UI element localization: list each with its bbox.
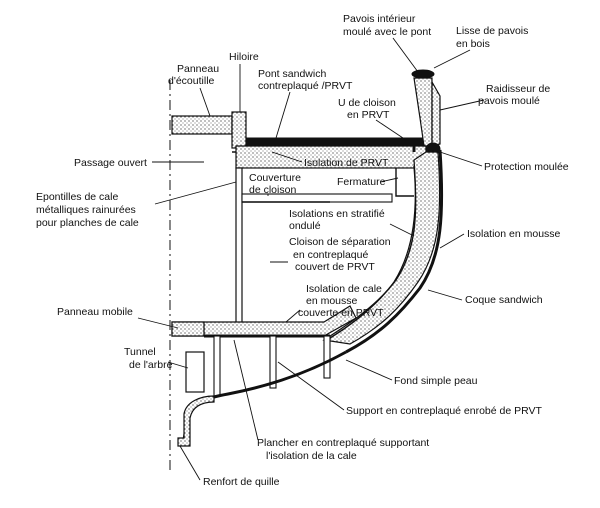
- label-protection-moulee: Protection moulée: [484, 161, 569, 173]
- hull-sandwich: [322, 151, 441, 345]
- hold-stanchion: [235, 167, 243, 329]
- label-panneau-ecoutille-1: Panneau: [177, 63, 219, 75]
- leader-pont-sandwich: [275, 91, 291, 139]
- label-u-cloison-1: U de cloison: [338, 97, 396, 109]
- label-isolation-prvt: Isolation de PRVT: [304, 157, 389, 169]
- label-pont-sandwich-1: Pont sandwich: [258, 68, 326, 80]
- keel-reinforcement: [177, 395, 215, 447]
- leader-renfort-quille: [179, 445, 201, 481]
- label-coque-sandwich: Coque sandwich: [465, 294, 543, 306]
- label-cloison-separation-3: couvert de PRVT: [295, 261, 375, 273]
- label-isolation-cale-2: en mousse: [306, 295, 358, 307]
- leader-coque-sandwich: [427, 289, 463, 301]
- removable-panel: [171, 321, 205, 337]
- bulwark-rail: [411, 69, 435, 79]
- hold-frame: [395, 168, 414, 197]
- leader-isolation-mousse: [439, 233, 465, 249]
- support-1: [213, 335, 221, 397]
- label-couverture-cloison-1: Couverture: [249, 172, 301, 184]
- hull-outer-skin: [345, 149, 444, 354]
- label-epontilles-2: métalliques rainurées: [36, 204, 136, 216]
- label-pont-sandwich-2: contreplaqué /PRVT: [258, 80, 353, 92]
- label-raidisseur-2: pavois moulé: [478, 95, 540, 107]
- label-isolation-mousse: Isolation en mousse: [467, 228, 561, 240]
- leader-panneau-mobile: [137, 317, 179, 329]
- label-panneau-mobile: Panneau mobile: [57, 306, 133, 318]
- label-pavois-interieur-2: moulé avec le pont: [343, 26, 431, 38]
- label-cloison-separation-2: en contreplaqué: [293, 249, 368, 261]
- leader-support-contreplaque: [277, 361, 345, 411]
- label-support-contreplaque: Support en contreplaqué enrobé de PRVT: [346, 405, 543, 417]
- leader-fond-simple-peau: [345, 359, 393, 381]
- label-lisse-pavois-2: en bois: [456, 38, 490, 50]
- label-plancher-1: Plancher en contreplaqué supportant: [257, 437, 429, 449]
- label-epontilles-3: pour planches de cale: [36, 217, 139, 229]
- label-tunnel-2: de l'arbre: [129, 359, 173, 371]
- shaft-tunnel: [185, 351, 205, 393]
- label-plancher-2: l'isolation de la cale: [266, 450, 357, 462]
- leader-epontilles: [154, 181, 237, 205]
- label-hiloire: Hiloire: [229, 51, 259, 63]
- support-2: [269, 335, 277, 389]
- bulwark: [413, 77, 433, 147]
- label-u-cloison-2: en PRVT: [347, 109, 390, 121]
- leader-plancher: [233, 339, 259, 441]
- label-raidisseur-1: Raidisseur de: [486, 83, 550, 95]
- label-isolations-stratifie-1: Isolations en stratifié: [289, 208, 385, 220]
- leader-fermature: [379, 177, 399, 183]
- label-panneau-ecoutille-2: d'écoutille: [168, 75, 215, 87]
- leader-isolations-stratifie: [389, 223, 415, 237]
- label-epontilles-1: Epontilles de cale: [36, 191, 118, 203]
- leader-lisse-pavois: [433, 49, 471, 69]
- leader-panneau-ecoutille: [199, 87, 211, 117]
- hatch-coaming: [231, 111, 247, 149]
- label-tunnel-1: Tunnel: [124, 346, 156, 358]
- label-isolation-cale-1: Isolation de cale: [306, 283, 382, 295]
- leader-isolation-cale: [285, 309, 301, 323]
- label-cloison-separation-1: Cloison de séparation: [289, 236, 391, 248]
- label-passage-ouvert: Passage ouvert: [74, 157, 147, 169]
- leader-isolation-prvt: [271, 151, 303, 163]
- label-isolations-stratifie-2: ondulé: [289, 220, 321, 232]
- hatch-cover: [171, 115, 233, 135]
- label-lisse-pavois-1: Lisse de pavois: [456, 25, 528, 37]
- leader-tunnel: [167, 361, 189, 369]
- bulwark-stiffener: [431, 79, 441, 147]
- label-renfort-quille: Renfort de quille: [203, 476, 280, 488]
- corrugated-laminate: [329, 165, 417, 339]
- label-pavois-interieur-1: Pavois intérieur: [343, 13, 416, 25]
- label-isolation-cale-3: couverte en PRVT: [298, 307, 384, 319]
- label-couverture-cloison-2: de cloison: [249, 184, 296, 196]
- leader-u-cloison: [375, 119, 407, 141]
- leader-raidisseur: [439, 99, 485, 111]
- support-3: [323, 335, 331, 379]
- leader-protection-moulee: [439, 151, 483, 167]
- label-fermature: Fermature: [337, 176, 386, 188]
- label-fond-simple-peau: Fond simple peau: [394, 375, 478, 387]
- leader-pavois-interieur: [392, 37, 419, 73]
